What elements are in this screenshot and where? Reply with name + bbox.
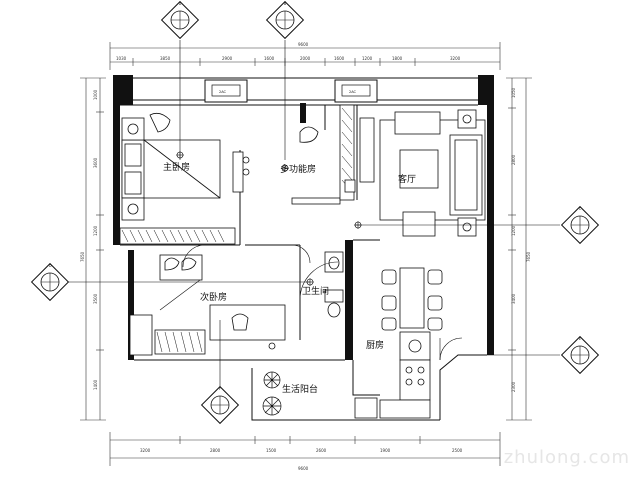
dim-right-2: 2800 [511, 154, 516, 165]
dim-right-4: 3400 [511, 293, 516, 304]
dim-bottom-3: 1500 [266, 448, 277, 453]
dim-top-8: 1800 [392, 56, 403, 61]
dimension-text-left: 1000 3600 1200 3500 1400 7650 [80, 89, 98, 390]
room-kitchen: 厨房 [366, 339, 384, 351]
dimension-text-bottom: 3200 2800 1500 2600 1900 2500 9600 [140, 448, 463, 471]
dim-right-overall: 7650 [526, 251, 531, 262]
marker-c-label: C [579, 207, 582, 211]
dim-bottom-5: 1900 [380, 448, 391, 453]
dimension-lines-top [109, 42, 501, 70]
dim-left-overall: 7650 [80, 251, 85, 262]
top-middle-marker: B [265, 0, 305, 40]
desk-master [232, 151, 250, 193]
dimension-text-top: 1030 3850 2900 1600 2000 1600 1200 1800 … [116, 42, 461, 61]
balcony-plants [262, 371, 282, 416]
marker-a-label: A [179, 2, 182, 6]
multi-function-furniture [291, 104, 356, 205]
dim-left-5: 1400 [93, 379, 98, 390]
room-living: 客厅 [398, 173, 416, 185]
left-marker: D [30, 262, 70, 302]
exterior-walls [113, 75, 494, 360]
dim-bottom-4: 2600 [316, 448, 327, 453]
bottom-marker: F [200, 385, 240, 425]
right-upper-marker: C [560, 205, 600, 245]
room-balcony: 生活阳台 [282, 383, 318, 395]
doors [182, 244, 463, 361]
ac-unit-left: 2AC [204, 79, 248, 103]
dim-left-4: 3500 [93, 293, 98, 304]
watermark: zhulong.com [503, 447, 630, 468]
living-room-furniture [359, 109, 486, 237]
dim-top-4: 1600 [264, 56, 275, 61]
dim-left-3: 1200 [93, 225, 98, 236]
marker-d-label: D [49, 264, 52, 268]
dim-bottom-6: 2500 [452, 448, 463, 453]
dim-top-5: 2000 [300, 56, 311, 61]
toilet-fixtures [299, 251, 344, 318]
dim-left-1: 1000 [93, 89, 98, 100]
marker-b-label: B [284, 2, 287, 6]
room-labels: 主卧房 多功能房 客厅 次卧房 卫生间 厨房 生活阳台 [163, 161, 416, 395]
ac-label-right: 2AC [349, 90, 357, 94]
dim-bottom-overall: 9600 [298, 466, 309, 471]
dim-bottom-2: 2800 [210, 448, 221, 453]
child-room-furniture [129, 254, 286, 356]
dim-bottom-1: 3200 [140, 448, 151, 453]
dim-top-6: 1600 [334, 56, 345, 61]
dimension-text-right: 1050 2800 1200 3400 2300 7650 [511, 87, 531, 392]
marker-leaders [64, 40, 560, 390]
ac-unit-right: 2AC [334, 79, 378, 103]
right-lower-marker: E [560, 335, 600, 375]
dim-top-1: 1030 [116, 56, 127, 61]
index-markers: A B C D E [30, 0, 600, 425]
master-bed [121, 112, 221, 221]
dining-table [381, 267, 443, 331]
room-master-bedroom: 主卧房 [163, 161, 190, 173]
room-child: 次卧房 [200, 291, 227, 303]
dim-right-5: 2300 [511, 381, 516, 392]
dim-right-1: 1050 [511, 87, 516, 98]
dim-top-9: 3200 [450, 56, 461, 61]
dim-top-2: 3850 [160, 56, 171, 61]
dimension-lines-right [506, 77, 532, 421]
dim-top-7: 1200 [362, 56, 373, 61]
kitchen-counter [354, 331, 431, 419]
dim-left-2: 3600 [93, 157, 98, 168]
wall-lines [120, 77, 487, 421]
dimension-lines-left [80, 77, 106, 421]
ceiling-points [176, 151, 362, 286]
room-toilet: 卫生间 [302, 285, 329, 297]
dim-top-3: 2900 [222, 56, 233, 61]
dim-top-overall: 9600 [298, 42, 309, 47]
marker-f-label: F [219, 387, 221, 391]
ac-label-left: 2AC [219, 90, 227, 94]
top-left-marker: A [160, 0, 200, 40]
dim-right-3: 1200 [511, 225, 516, 236]
marker-e-label: E [579, 337, 581, 341]
wardrobe-master [119, 227, 236, 245]
dimension-lines-bottom [109, 432, 501, 466]
room-multi-function: 多功能房 [280, 163, 316, 175]
